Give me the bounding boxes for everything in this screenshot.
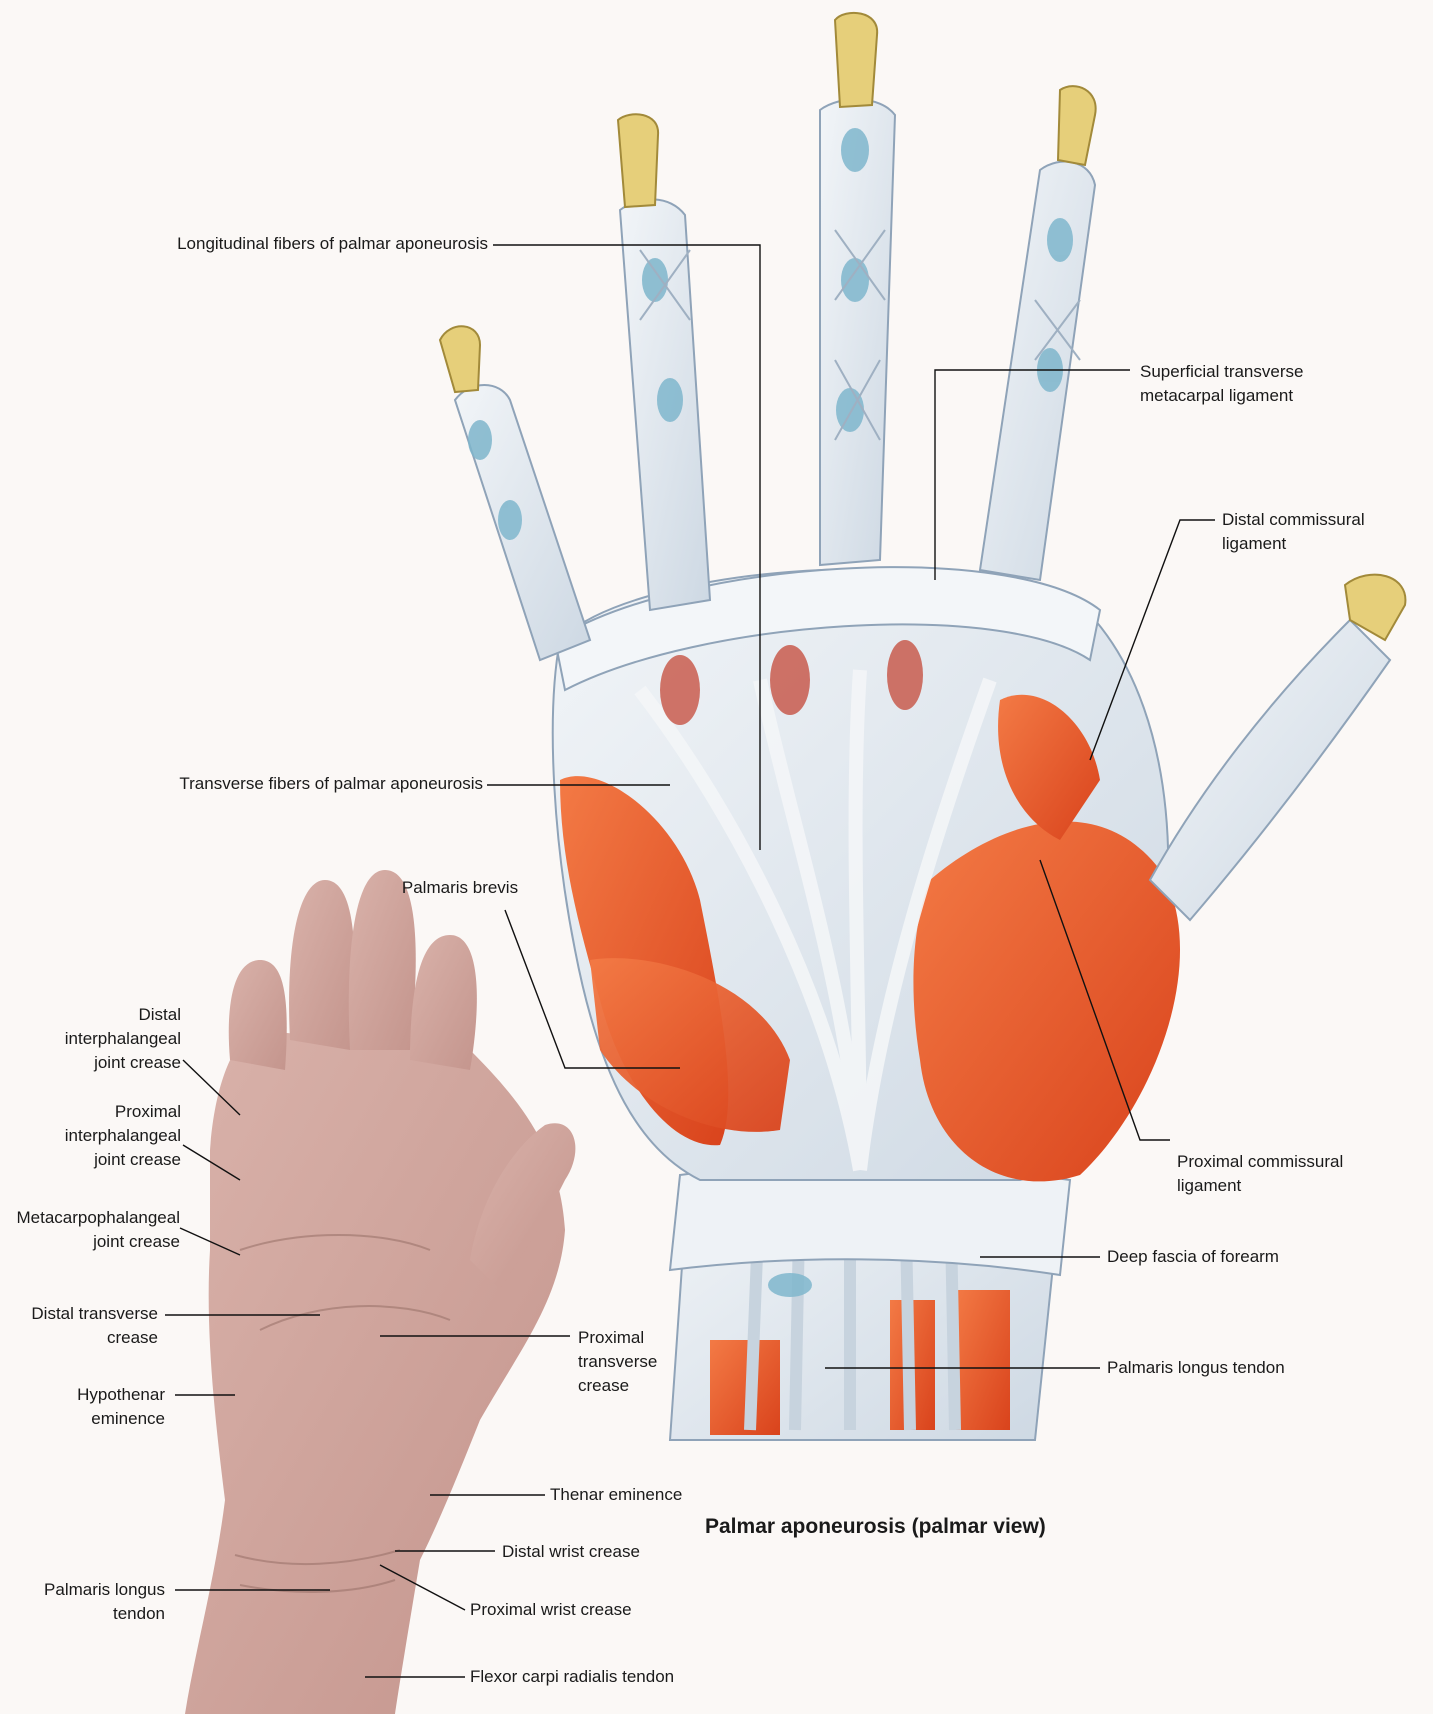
- label-deep-fascia-of-forearm: Deep fascia of forearm: [1107, 1245, 1279, 1269]
- label-proximal-interphalangeal-joint-crease: Proximal interphalangeal joint crease: [65, 1100, 181, 1172]
- middle-finger-bone: [835, 13, 877, 107]
- anatomical-hand: [440, 13, 1405, 1440]
- label-distal-commissural-ligament: Distal commissural ligament: [1222, 508, 1365, 556]
- label-hypothenar-eminence: Hypothenar eminence: [77, 1383, 165, 1431]
- label-distal-transverse-crease: Distal transverse crease: [31, 1302, 158, 1350]
- label-distal-interphalangeal-joint-crease: Distal interphalangeal joint crease: [65, 1003, 181, 1075]
- index-finger-bone: [1058, 86, 1096, 165]
- photo-little-finger: [229, 960, 287, 1070]
- photo-ring-finger: [289, 880, 355, 1050]
- thumb: [1150, 620, 1390, 920]
- label-flexor-carpi-radialis-tendon: Flexor carpi radialis tendon: [470, 1665, 674, 1689]
- little-finger-bone: [440, 326, 480, 392]
- label-proximal-transverse-crease: Proximal transverse crease: [578, 1326, 657, 1398]
- label-palmaris-longus-tendon-skin: Palmaris longus tendon: [44, 1578, 165, 1626]
- label-proximal-commissural-ligament: Proximal commissural ligament: [1177, 1150, 1343, 1198]
- ring-finger-bone: [618, 114, 658, 207]
- label-palmaris-brevis: Palmaris brevis: [385, 876, 535, 900]
- label-palmaris-longus-tendon: Palmaris longus tendon: [1107, 1356, 1285, 1380]
- label-transverse-fibers: Transverse fibers of palmar aponeurosis: [179, 772, 483, 796]
- figure-title: Palmar aponeurosis (palmar view): [705, 1515, 1046, 1539]
- label-superficial-transverse-metacarpal-ligament: Superficial transverse metacarpal ligame…: [1140, 360, 1303, 408]
- label-thenar-eminence: Thenar eminence: [550, 1483, 682, 1507]
- thenar-muscle: [913, 821, 1180, 1181]
- label-proximal-wrist-crease: Proximal wrist crease: [470, 1598, 632, 1622]
- photo-index-finger: [410, 935, 477, 1070]
- label-metacarpophalangeal-joint-crease: Metacarpophalangeal joint crease: [16, 1206, 180, 1254]
- photo-hand: [185, 870, 575, 1714]
- label-distal-wrist-crease: Distal wrist crease: [502, 1540, 640, 1564]
- forearm-muscle: [955, 1290, 1010, 1430]
- label-longitudinal-fibers: Longitudinal fibers of palmar aponeurosi…: [177, 232, 488, 256]
